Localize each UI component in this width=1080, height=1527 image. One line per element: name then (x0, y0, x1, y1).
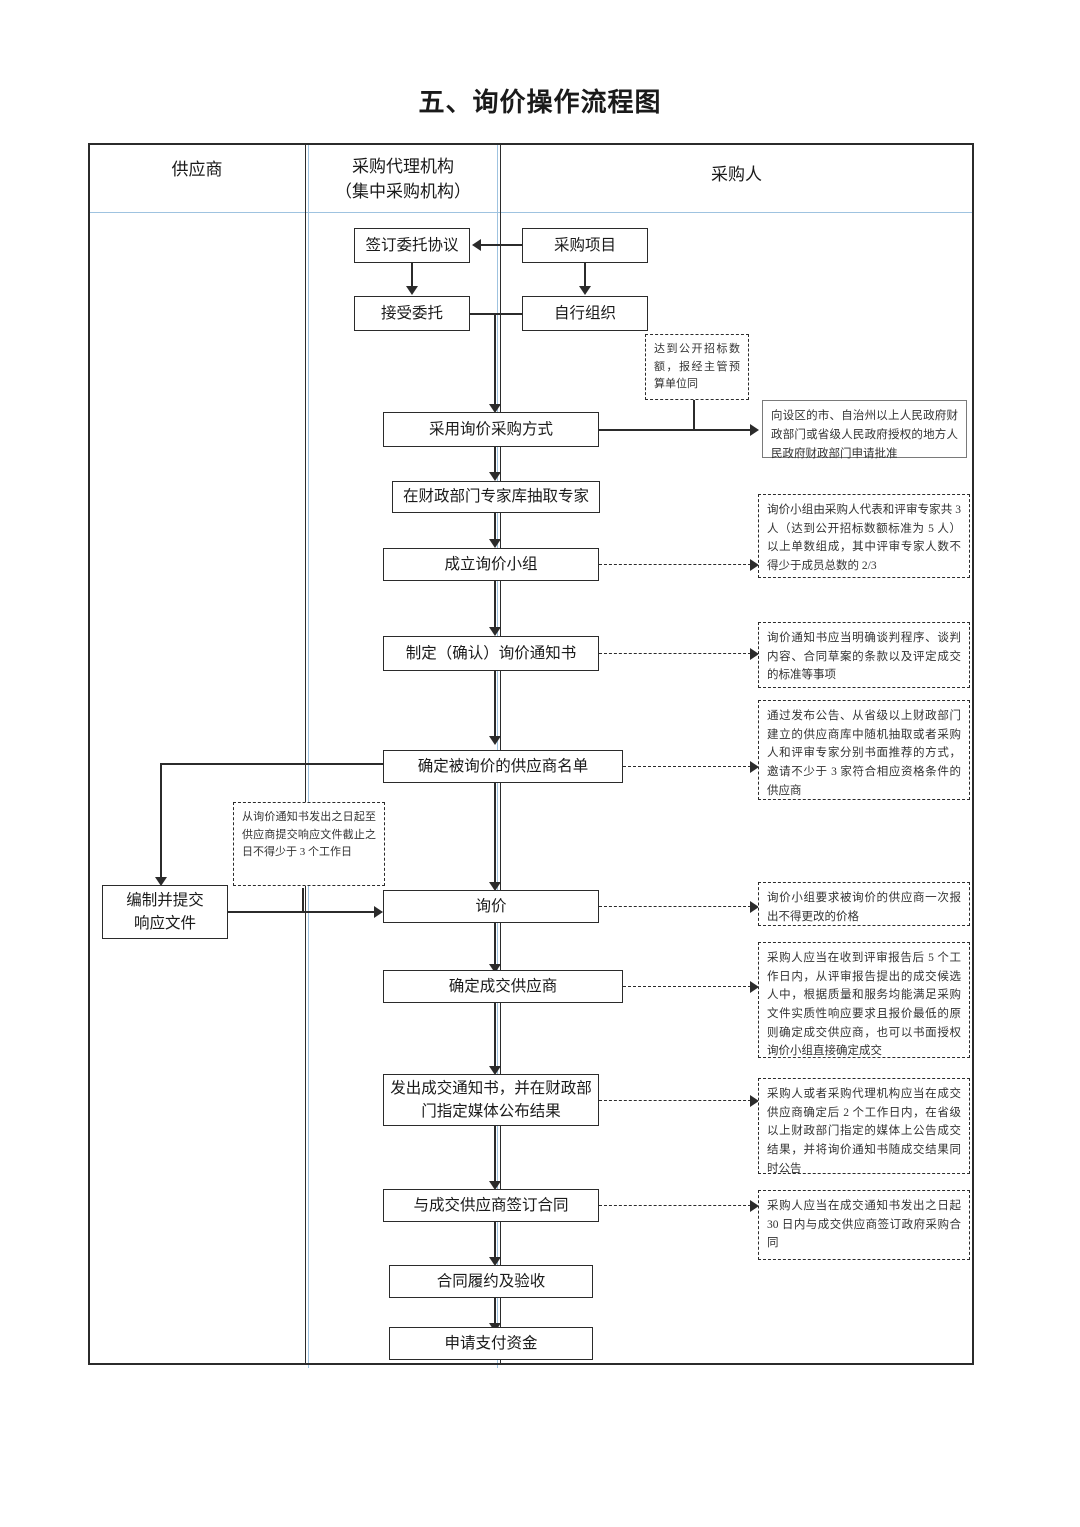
box-accept-entrust[interactable]: 接受委托 (354, 296, 470, 331)
arrowhead-notice-to-list (489, 736, 501, 745)
leader-notice-content (599, 653, 751, 654)
column-header-purchaser: 采购人 (501, 163, 972, 188)
box-inquiry[interactable]: 询价 (383, 890, 599, 923)
arrowhead-one-time-quote (750, 901, 759, 913)
leader-group-composition (599, 564, 751, 565)
connector-merge-down (494, 313, 496, 406)
connector-supplier-to-inquiry (228, 911, 375, 913)
arrowhead-notice-content (750, 648, 759, 660)
arrowhead-award-decision (750, 981, 759, 993)
arrowhead-publish-result (750, 1095, 759, 1107)
arrowhead-group-to-notice (489, 627, 501, 636)
note-open-tender-amount: 达到公开招标数额，报经主管预算单位同 (645, 334, 749, 400)
connector-draw-to-group (494, 513, 496, 540)
column-header-agency: 采购代理机构 （集中采购机构） (306, 155, 500, 204)
note-supplier-selection: 通过发布公告、从省级以上财政部门建立的供应商库中随机抽取或者采购人和评审专家分别… (758, 700, 970, 800)
note-apply-approval: 向设区的市、自治州以上人民政府财政部门或省级人民政府授权的地方人民政府财政部门申… (762, 400, 967, 460)
box-procurement-project[interactable]: 采购项目 (522, 228, 648, 263)
guide-line-vertical-left (308, 143, 309, 1368)
arrowhead-merge-down (489, 404, 501, 413)
box-draw-experts[interactable]: 在财政部门专家库抽取专家 (392, 481, 600, 513)
guide-line-horizontal (88, 212, 974, 213)
note-response-deadline: 从询价通知书发出之日起至供应商提交响应文件截止之日不得少于 3 个工作日 (233, 802, 385, 886)
arrowhead-project-to-agreement (472, 239, 481, 251)
box-contract-performance[interactable]: 合同履约及验收 (389, 1265, 593, 1298)
connector-issue-to-contract (494, 1126, 496, 1182)
arrowhead-adopt-to-approval (750, 424, 759, 436)
leader-award-decision (623, 986, 751, 987)
connector-merge-bar (469, 313, 523, 315)
arrowhead-supplier-to-inquiry (374, 906, 383, 918)
leader-one-time-quote (599, 906, 751, 907)
arrowhead-agreement-to-accept (406, 286, 418, 295)
arrowhead-winner-to-issue (489, 1066, 501, 1075)
arrowhead-inquiry-to-winner (489, 964, 501, 973)
connector-winner-to-issue (494, 1003, 496, 1067)
leader-contract-deadline (599, 1205, 751, 1206)
column-header-agency-line1: 采购代理机构 (352, 157, 454, 176)
box-prepare-submit-response[interactable]: 编制并提交 响应文件 (102, 885, 228, 939)
connector-adopt-to-draw (494, 447, 496, 473)
box-apply-payment[interactable]: 申请支付资金 (389, 1327, 593, 1360)
flowchart-frame (88, 143, 974, 1365)
note-one-time-quote: 询价小组要求被询价的供应商一次报出不得更改的价格 (758, 882, 970, 926)
box-form-inquiry-group[interactable]: 成立询价小组 (383, 548, 599, 581)
connector-note-tick (302, 888, 304, 912)
box-sign-contract[interactable]: 与成交供应商签订合同 (383, 1189, 599, 1222)
connector-list-to-supplier-v (160, 763, 162, 878)
connector-list-to-inquiry (494, 783, 496, 883)
arrowhead-project-to-self (579, 286, 591, 295)
note-notice-content: 询价通知书应当明确谈判程序、谈判内容、合同草案的条款以及评定成交的标准等事项 (758, 622, 970, 688)
connector-list-to-supplier-h (160, 763, 384, 765)
column-header-agency-line2: （集中采购机构） (335, 181, 471, 201)
box-issue-notice-publish[interactable]: 发出成交通知书，并在财政部 门指定媒体公布结果 (383, 1074, 599, 1126)
page-title: 五、询价操作流程图 (418, 88, 662, 117)
note-contract-deadline: 采购人应当在成交通知书发出之日起 30 日内与成交供应商签订政府采购合同 (758, 1190, 970, 1260)
box-sign-agreement[interactable]: 签订委托协议 (354, 228, 470, 263)
arrowhead-list-to-supplier (155, 877, 167, 886)
column-header-supplier-label: 供应商 (171, 160, 223, 179)
arrowhead-group-composition (750, 559, 759, 571)
column-header-purchaser-label: 采购人 (711, 165, 762, 184)
box-make-inquiry-notice[interactable]: 制定（确认）询价通知书 (383, 636, 599, 671)
connector-project-to-self (584, 263, 586, 287)
box-determine-winner[interactable]: 确定成交供应商 (383, 970, 623, 1003)
box-self-organize[interactable]: 自行组织 (522, 296, 648, 331)
connector-performance-to-payment (494, 1298, 496, 1324)
connector-group-to-notice (494, 581, 496, 628)
arrowhead-draw-to-group (489, 539, 501, 548)
connector-contract-to-performance (494, 1222, 496, 1258)
arrowhead-adopt-to-draw (489, 472, 501, 481)
arrowhead-list-to-inquiry (489, 882, 501, 891)
box-determine-supplier-list[interactable]: 确定被询价的供应商名单 (383, 750, 623, 783)
connector-notice-to-list (494, 671, 496, 737)
connector-agreement-to-accept (411, 263, 413, 287)
note-award-decision: 采购人应当在收到评审报告后 5 个工作日内，从评审报告提出的成交候选人中，根据质… (758, 942, 970, 1058)
leader-supplier-selection (623, 766, 751, 767)
arrowhead-contract-to-performance (489, 1257, 501, 1266)
connector-inquiry-to-winner (494, 923, 496, 965)
note-publish-result: 采购人或者采购代理机构应当在成交供应商确定后 2 个工作日内，在省级以上财政部门… (758, 1078, 970, 1175)
column-header-supplier: 供应商 (90, 158, 304, 183)
connector-adopt-to-approval (599, 429, 751, 431)
note-group-composition: 询价小组由采购人代表和评审专家共 3 人（达到公开招标数额标准为 5 人）以上单… (758, 494, 970, 578)
arrowhead-contract-deadline (750, 1200, 759, 1212)
arrowhead-supplier-selection (750, 761, 759, 773)
arrowhead-issue-to-contract (489, 1181, 501, 1190)
connector-project-to-agreement (481, 244, 522, 246)
column-separator-1 (305, 143, 306, 1365)
connector-note-amount-down (693, 400, 695, 430)
leader-publish-result (599, 1100, 751, 1101)
box-adopt-inquiry-method[interactable]: 采用询价采购方式 (383, 412, 599, 447)
